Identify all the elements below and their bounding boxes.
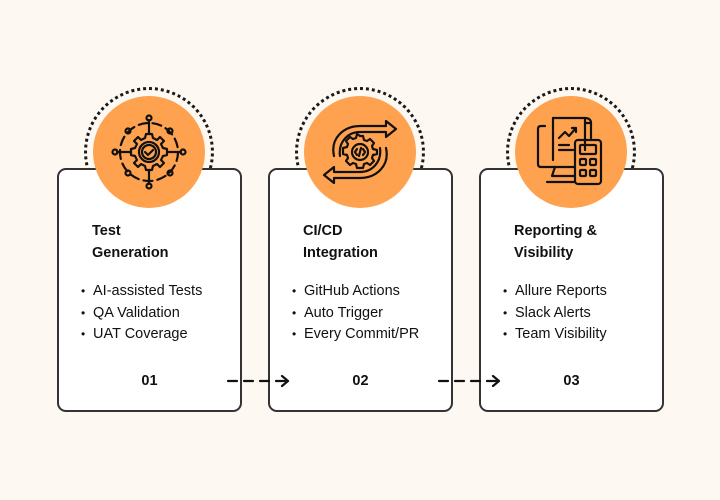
step-title-line1: Reporting & [514, 223, 597, 239]
dashed-arrow-2-to-3 [437, 374, 501, 388]
step-card-test-generation: Test Generation •AI-assisted Tests •QA V… [57, 168, 242, 412]
step-title-line1: CI/CD [303, 223, 343, 239]
icon-badge-3 [515, 96, 627, 208]
step-title: Test Generation [92, 220, 232, 264]
gear-code-cycle-icon [322, 119, 398, 185]
step-number: 03 [563, 373, 580, 389]
step-title-line2: Integration [303, 245, 378, 261]
step-number: 01 [141, 373, 158, 389]
monitor-report-calculator-icon [536, 116, 603, 186]
step-bullet-list: •AI-assisted Tests •QA Validation •UAT C… [81, 281, 202, 346]
step-title-line1: Test [92, 223, 121, 239]
list-item: •GitHub Actions [292, 283, 400, 299]
step-bullet-list: •Allure Reports •Slack Alerts •Team Visi… [503, 281, 607, 346]
step-title: Reporting & Visibility [514, 220, 654, 264]
list-item: •Auto Trigger [292, 304, 383, 321]
icon-badge-2 [304, 96, 416, 208]
step-title-line2: Generation [92, 245, 169, 261]
step-title-line2: Visibility [514, 245, 574, 261]
list-item: •Allure Reports [503, 283, 607, 299]
step-number: 02 [352, 373, 369, 389]
step-bullet-list: •GitHub Actions •Auto Trigger •Every Com… [292, 281, 419, 346]
list-item: •Team Visibility [503, 326, 607, 342]
step-title: CI/CD Integration [303, 220, 443, 264]
icon-badge-1 [93, 96, 205, 208]
list-item: •Every Commit/PR [292, 326, 420, 342]
list-item: •UAT Coverage [81, 326, 188, 342]
list-item: •AI-assisted Tests [81, 283, 203, 299]
network-gear-check-icon [111, 114, 187, 190]
dashed-arrow-1-to-2 [226, 374, 290, 388]
step-card-ci-cd-integration: CI/CD Integration •GitHub Actions •Auto … [268, 168, 453, 412]
list-item: •Slack Alerts [503, 304, 591, 321]
list-item: •QA Validation [81, 304, 180, 321]
